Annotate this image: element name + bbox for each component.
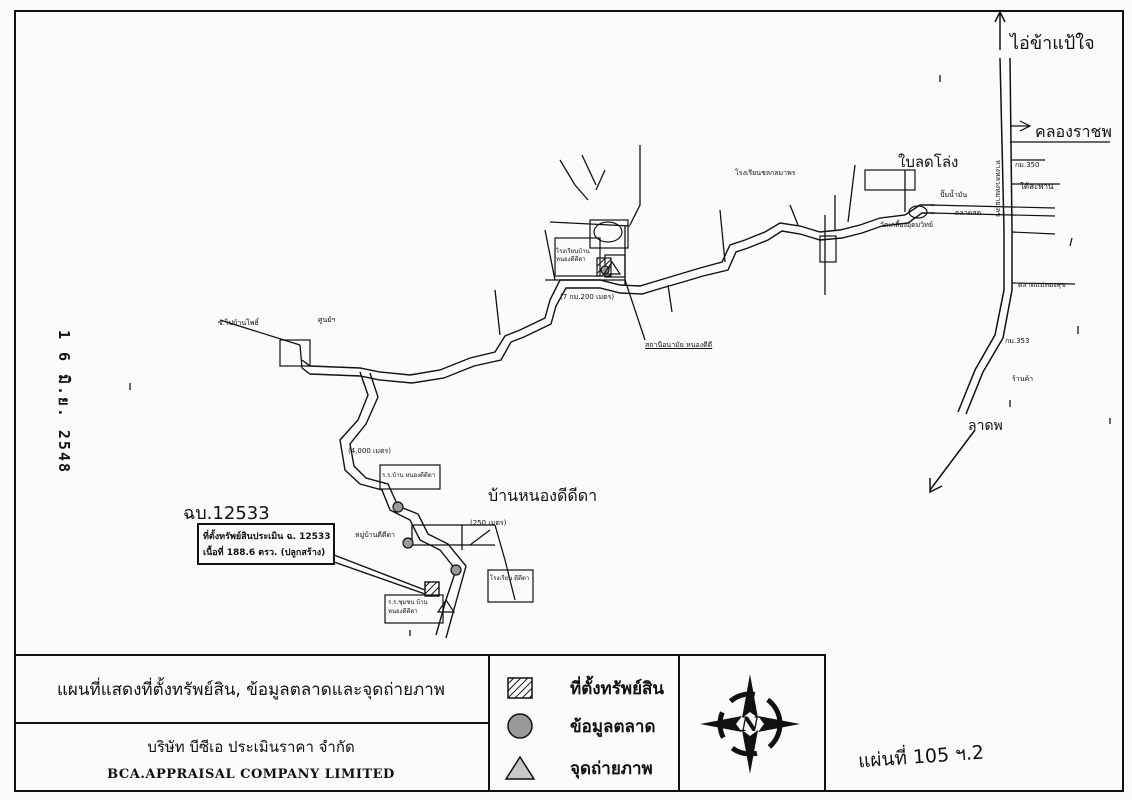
- label-right-2: ตลาดสด: [955, 209, 982, 217]
- label-deed-callout: ฉบ.12533: [183, 503, 270, 524]
- south-arrow-line: [929, 429, 976, 491]
- label-temple: วัดเกลี้ยงอุดมวิทย์: [880, 221, 933, 229]
- date-stamp: 1 6 มิ.ย. 2548: [55, 329, 74, 475]
- landmark-box-school: [554, 237, 601, 277]
- access-road: [301, 204, 935, 384]
- label-village-top: ใบลดโล่ง: [898, 153, 959, 171]
- label-junction-left: ศูนย์ฯ: [318, 316, 336, 324]
- landmark-box-top: [864, 169, 916, 191]
- landmark-box-village: [379, 464, 441, 490]
- edge-ticks: [129, 75, 1111, 636]
- legend-row-property: ที่ตั้งทรัพย์สิน: [490, 668, 680, 708]
- lower-road-cluster: [219, 319, 516, 601]
- legend-symbols: ที่ตั้งทรัพย์สิน ข้อมูลตลาด จุดถ่ายภาพ: [490, 656, 680, 792]
- deed-box-line-2: เนื้อที่ 188.6 ตรว. (ปลูกสร้าง): [203, 548, 326, 558]
- landmark-box-temple: [589, 219, 629, 249]
- label-subject-school: โรงเรียน ดีดีดา: [490, 575, 530, 582]
- map-title: แผนที่แสดงที่ตั้งทรัพย์สิน, ข้อมูลตลาดแล…: [56, 679, 446, 700]
- label-north-destination: ไอ่ข้าแป้ใจ: [1010, 33, 1095, 54]
- deed-box-line-1: ที่ตั้งทรัพย์สินประเมิน ฉ. 12533: [203, 532, 331, 542]
- company-name-english: BCA.APPRAISAL COMPANY LIMITED: [107, 766, 395, 782]
- legend-label-property: ที่ตั้งทรัพย์สิน: [570, 678, 665, 699]
- legend-title-cell: แผนที่แสดงที่ตั้งทรัพย์สิน, ข้อมูลตลาดแล…: [14, 656, 490, 724]
- legend-company-cell: บริษัท บีซีเอ ประเมินราคา จำกัด BCA.APPR…: [14, 724, 490, 792]
- label-distance-3: (7 กม.200 เมตร): [560, 293, 615, 301]
- roundabout: [908, 205, 928, 219]
- label-district-office: ร.ร.ชุมชน บ้านหนองดีดีดา: [388, 599, 428, 615]
- legend-row-photo: จุดถ่ายภาพ: [490, 748, 680, 788]
- label-village-left: หมู่บ้านดีดีดา: [355, 531, 395, 539]
- cross-streets: [929, 159, 1076, 285]
- triangle-icon: [490, 755, 550, 781]
- label-right-1: ใต้สะพาน: [1020, 182, 1054, 191]
- canal-line: [1010, 120, 1110, 143]
- label-lane-left: ซ.ไปบ้านโพธิ์: [218, 319, 259, 327]
- market-data-point-2: [402, 537, 414, 549]
- market-data-markers: [392, 265, 610, 576]
- market-data-point-3: [450, 564, 462, 576]
- label-school: โรงเรียนชลกลมาพร: [735, 169, 796, 177]
- label-right-3: ปั๊มน้ำมัน: [940, 191, 968, 199]
- deed-leader-line-2: [333, 561, 426, 595]
- map-legend: แผนที่แสดงที่ตั้งทรัพย์สิน, ข้อมูลตลาดแล…: [14, 654, 826, 792]
- landmark-box-market: [819, 235, 837, 263]
- deed-info-box: [197, 523, 335, 565]
- legend-label-market: ข้อมูลตลาด: [570, 716, 656, 737]
- north-arrowhead: [994, 10, 1006, 23]
- legend-row-market: ข้อมูลตลาด: [490, 706, 680, 746]
- market-data-point-1: [392, 501, 404, 513]
- label-south-destination: ลาดพ: [968, 418, 1003, 434]
- landmark-box-bottom-school: [487, 569, 534, 603]
- legend-label-photo: จุดถ่ายภาพ: [570, 758, 653, 779]
- company-name-thai: บริษัท บีซีเอ ประเมินราคา จำกัด: [147, 737, 355, 756]
- label-village-main: บ้านหนองดีดีดา: [488, 486, 598, 505]
- label-distance-2: (250 เมตร): [470, 519, 507, 527]
- label-right-4: ร้านค้า: [1012, 375, 1034, 383]
- sheet-border: [14, 10, 1124, 792]
- hatched-square-icon: [490, 677, 550, 699]
- photo-point-markers: [436, 260, 622, 613]
- south-arrowhead: [929, 478, 943, 494]
- landmark-box-left: [279, 339, 311, 367]
- label-highway: ทางหลวงหมายเลข: [994, 160, 1002, 217]
- photo-point-2: [602, 260, 622, 275]
- north-compass-icon: N: [700, 674, 800, 774]
- photo-point-1: [436, 598, 456, 613]
- label-school-bottom: ร.ร.บ้าน หนองดีดีดา: [382, 472, 436, 479]
- landmark-box-district: [384, 594, 444, 624]
- label-distance-1: (4,000 เมตร): [348, 447, 392, 455]
- upper-road-cluster: [494, 145, 906, 341]
- label-canal: คลองราชพ: [1035, 122, 1112, 141]
- deed-leader-line: [333, 554, 426, 591]
- label-right-5: ตลาดแม่ทองสุข: [1018, 281, 1066, 289]
- grey-circle-icon: [490, 712, 550, 740]
- main-highway: [957, 57, 1013, 415]
- label-km-353: กม.353: [1005, 337, 1030, 345]
- north-letter: N: [740, 712, 760, 736]
- pond: [593, 221, 623, 243]
- north-arrow-cell: N: [680, 656, 826, 792]
- subject-property-marker: [424, 581, 440, 597]
- label-school-village: โรงเรียนบ้านหนองดีดีดา: [556, 248, 590, 263]
- label-km-350: กม.350: [1015, 161, 1040, 169]
- label-health-center: สถานีอนามัย หนองดีดี: [645, 341, 713, 349]
